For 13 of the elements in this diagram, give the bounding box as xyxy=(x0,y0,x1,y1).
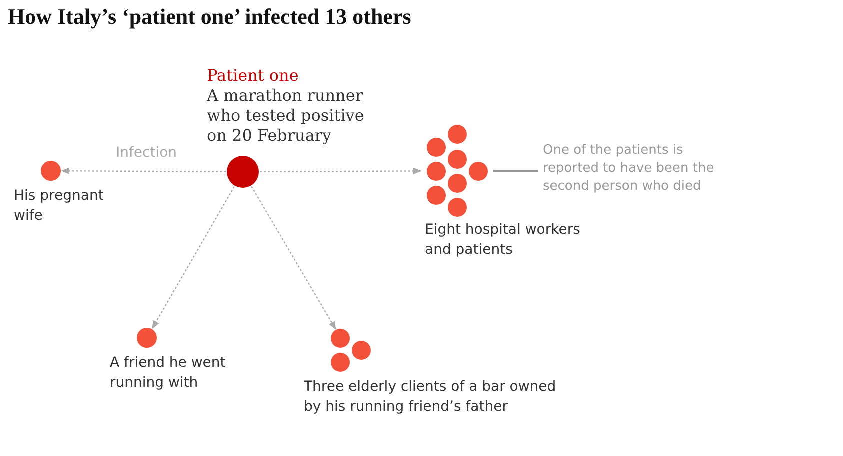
arrow xyxy=(260,168,422,175)
note-text: One of the patients is reported to have been the second person who died xyxy=(543,142,716,196)
arrow xyxy=(61,168,226,174)
node-heading: Patient one xyxy=(207,66,300,86)
node-label: A friend he went running with xyxy=(110,354,227,393)
leader-line xyxy=(493,170,538,172)
node-label: Three elderly clients of a bar owned by his running friend’s father xyxy=(304,378,558,417)
arrow xyxy=(251,186,336,330)
node-label: His pregnant wife xyxy=(14,187,105,226)
arrow xyxy=(152,186,235,330)
node-label: A marathon runner who tested positive on 20 February xyxy=(207,86,366,146)
node-label: Eight hospital workers and patients xyxy=(425,221,582,260)
chart-title: How Italy’s ‘patient one’ infected 13 others xyxy=(8,4,412,30)
